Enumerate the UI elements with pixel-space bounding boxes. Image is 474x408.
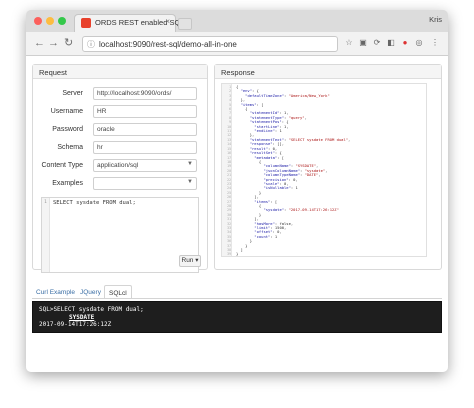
username-row: Username HR: [33, 105, 207, 119]
examples-select[interactable]: ▼: [93, 177, 197, 190]
response-gutter: [222, 84, 232, 256]
extension-icon[interactable]: ◧: [387, 38, 395, 47]
extension-icon[interactable]: ▣: [359, 38, 367, 47]
url-text[interactable]: localhost:9090/rest-sql/demo-all-in-one: [99, 40, 237, 49]
username-label: Username: [50, 108, 83, 115]
browser-tab[interactable]: ORDS REST enabled SQL ×: [74, 14, 185, 32]
editor-gutter: 1: [42, 198, 50, 272]
response-json-viewer[interactable]: 1 2 3 4 5 6 7 8 9 10 11 12 13 14 15 16 1…: [221, 83, 427, 257]
info-icon[interactable]: ⓘ: [87, 40, 95, 49]
page-content: Request Server http://localhost:9090/ord…: [26, 56, 448, 372]
back-arrow-icon[interactable]: ←: [34, 37, 45, 49]
console-line: 2017-09-14T17:26:12Z: [39, 321, 112, 328]
browser-toolbar: ← → ↻ ⓘ localhost:9090/rest-sql/demo-all…: [26, 32, 448, 56]
shield-icon: [81, 18, 91, 28]
server-label: Server: [62, 90, 83, 97]
server-row: Server http://localhost:9090/ords/: [33, 87, 207, 101]
content-type-row: Content Type application/sql ▼: [33, 159, 207, 173]
close-window-button[interactable]: [34, 17, 42, 25]
reload-icon[interactable]: ↻: [64, 37, 74, 49]
chevron-down-icon: ▼: [187, 161, 193, 167]
bookmark-star-icon[interactable]: ☆: [345, 38, 353, 47]
examples-row: Examples ▼: [33, 177, 207, 191]
sql-editor[interactable]: 1 SELECT sysdate FROM dual;: [41, 197, 199, 273]
server-input[interactable]: http://localhost:9090/ords/: [93, 87, 197, 100]
password-input[interactable]: oracle: [93, 123, 197, 136]
chevron-down-icon: ▼: [187, 179, 193, 185]
schema-input[interactable]: hr: [93, 141, 197, 154]
run-button[interactable]: Run ▾: [179, 255, 201, 267]
title-bar: ORDS REST enabled SQL × Kris: [26, 10, 448, 32]
tab-curl-example[interactable]: Curl Example: [36, 289, 76, 296]
tab-close-icon[interactable]: ×: [165, 17, 170, 26]
content-type-label: Content Type: [41, 162, 83, 169]
content-type-select[interactable]: application/sql ▼: [93, 159, 197, 172]
password-label: Password: [52, 126, 83, 133]
schema-label: Schema: [57, 144, 83, 151]
request-panel-title: Request: [33, 65, 207, 79]
response-line-numbers: 1 2 3 4 5 6 7 8 9 10 11 12 13 14 15 16 1…: [227, 85, 231, 257]
extension-icon[interactable]: ●: [402, 38, 408, 47]
minimize-window-button[interactable]: [46, 17, 54, 25]
editor-text[interactable]: SELECT sysdate FROM dual;: [53, 200, 136, 206]
content-type-value: application/sql: [97, 162, 139, 169]
browser-window: ORDS REST enabled SQL × Kris ← → ↻ ⓘ loc…: [26, 10, 448, 372]
new-tab-button[interactable]: [178, 18, 192, 30]
address-bar[interactable]: ⓘ localhost:9090/rest-sql/demo-all-in-on…: [82, 36, 338, 52]
request-panel: Request Server http://localhost:9090/ord…: [32, 64, 208, 273]
tab-title: ORDS REST enabled SQL: [95, 18, 185, 27]
sqlcl-console: SQL>SELECT sysdate FROM dual; SYSDATE 20…: [32, 301, 442, 333]
forward-arrow-icon[interactable]: →: [48, 37, 59, 49]
extension-icon[interactable]: ⟳: [373, 38, 381, 47]
schema-row: Schema hr: [33, 141, 207, 155]
console-line: SQL>SELECT sysdate FROM dual;: [39, 306, 144, 313]
response-json-text: { "env": { "defaultTimeZone": "America/N…: [236, 84, 351, 257]
password-row: Password oracle: [33, 123, 207, 137]
tab-jquery[interactable]: JQuery: [80, 289, 101, 296]
menu-icon[interactable]: ⋮: [431, 38, 439, 47]
extension-icon[interactable]: ◎: [415, 38, 423, 47]
response-panel: Response 1 2 3 4 5 6 7 8 9 10 11 12 13 1…: [214, 64, 442, 270]
username-input[interactable]: HR: [93, 105, 197, 118]
profile-name[interactable]: Kris: [429, 15, 442, 24]
maximize-window-button[interactable]: [58, 17, 66, 25]
examples-label: Examples: [52, 180, 83, 187]
response-panel-title: Response: [215, 65, 441, 79]
tabs-divider: [32, 298, 442, 299]
tab-sqlcl[interactable]: SQLcl: [104, 285, 132, 299]
console-column-header: SYSDATE: [69, 313, 95, 321]
